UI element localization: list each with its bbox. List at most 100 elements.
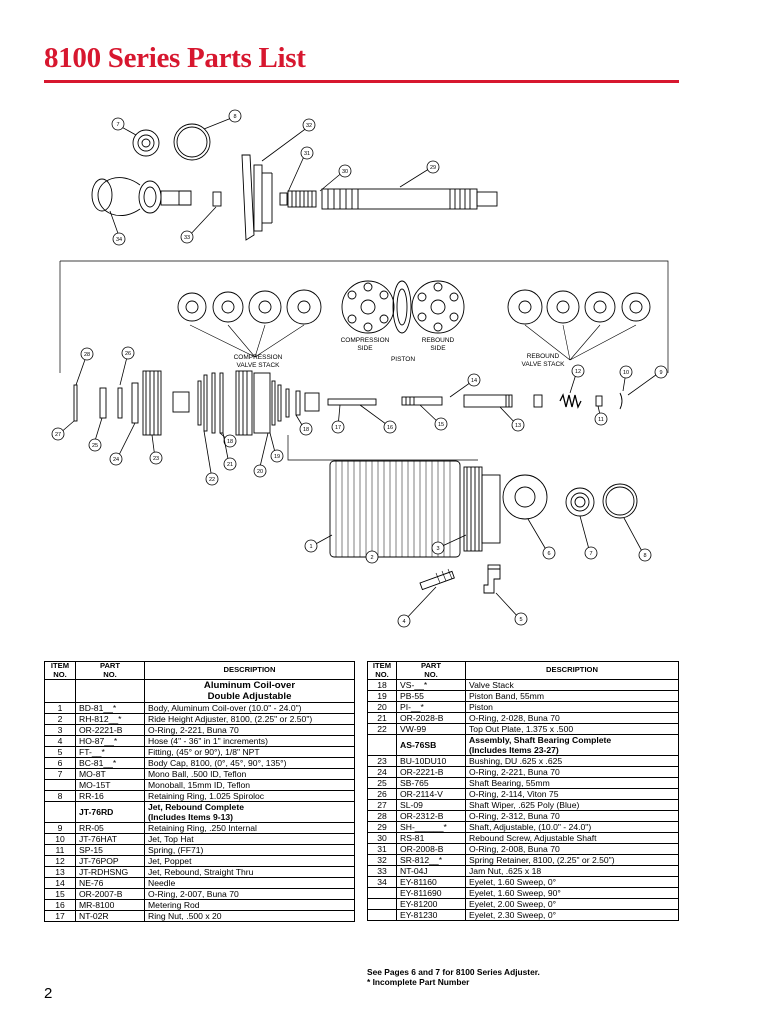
label-piston: PISTON [391, 356, 415, 363]
item-number-cell: 1 [44, 702, 76, 714]
svg-text:12: 12 [575, 369, 581, 375]
part-number-cell: MO-15T [75, 779, 145, 791]
svg-text:20: 20 [257, 469, 263, 475]
description-cell: O-Ring, 2-008, Buna 70 [465, 843, 679, 855]
description-cell: Eyelet, 1.60 Sweep, 0° [465, 876, 679, 888]
part-number-cell: VW-99 [396, 723, 466, 735]
item-number-cell: 22 [367, 723, 397, 735]
table-row: Aluminum Coil-over Double Adjustable [44, 679, 355, 703]
part-number-cell: OR-2221-B [396, 766, 466, 778]
item-number-cell: 25 [367, 777, 397, 789]
label-compression-side-1: COMPRESSION [341, 337, 390, 344]
item-number-cell: 3 [44, 724, 76, 736]
svg-text:15: 15 [438, 422, 444, 428]
description-cell: Ring Nut, .500 x 20 [144, 910, 355, 922]
svg-text:13: 13 [515, 423, 521, 429]
item-number-cell: 10 [44, 833, 76, 845]
part-number-cell: RR-05 [75, 822, 145, 834]
description-cell: Jet, Rebound Complete (Includes Items 9-… [144, 801, 355, 823]
part-number-cell: EY-81230 [396, 909, 466, 921]
svg-text:8: 8 [643, 553, 646, 559]
description-cell: Bushing, DU .625 x .625 [465, 755, 679, 767]
description-cell: Rebound Screw, Adjustable Shaft [465, 832, 679, 844]
svg-text:3: 3 [436, 546, 439, 552]
description-cell: Assembly, Shaft Bearing Complete (Includ… [465, 734, 679, 756]
description-cell: Eyelet, 2.30 Sweep, 0° [465, 909, 679, 921]
item-number-cell [367, 734, 397, 756]
item-number-cell: 19 [367, 690, 397, 702]
part-number-cell: EY-81160 [396, 876, 466, 888]
item-number-cell [44, 779, 76, 791]
description-cell: Ride Height Adjuster, 8100, (2.25" or 2.… [144, 713, 355, 725]
svg-text:9: 9 [659, 370, 662, 376]
item-number-cell: 8 [44, 790, 76, 802]
description-cell: O-Ring, 2-114, Viton 75 [465, 788, 679, 800]
ride-height-adjuster [463, 466, 483, 552]
retaining-ring-lower [602, 483, 638, 519]
svg-text:6: 6 [547, 551, 550, 557]
svg-text:26: 26 [125, 351, 131, 357]
description-cell: Retaining Ring, .250 Internal [144, 822, 355, 834]
item-number-cell: 26 [367, 788, 397, 800]
item-number-cell: 17 [44, 910, 76, 922]
part-number-cell: AS-76SB [396, 734, 466, 756]
svg-text:21: 21 [227, 462, 233, 468]
part-number-cell: NE-76 [75, 877, 145, 889]
item-number-cell: 24 [367, 766, 397, 778]
part-number-cell: MO-8T [75, 768, 145, 780]
part-number-cell: SL-09 [396, 799, 466, 811]
part-number-cell: SR-812__* [396, 854, 466, 866]
description-cell: Piston [465, 701, 679, 713]
metering-rod-and-jet-parts [327, 392, 623, 410]
item-number-cell: 2 [44, 713, 76, 725]
description-cell: Hose (4" - 36" in 1" increments) [144, 735, 355, 747]
part-number-cell: PB-55 [396, 690, 466, 702]
svg-text:16: 16 [387, 425, 393, 431]
description-cell: Jet, Rebound, Straight Thru [144, 866, 355, 878]
svg-text:18: 18 [303, 427, 309, 433]
description-cell: Aluminum Coil-over Double Adjustable [144, 679, 355, 703]
description-cell: Shaft Wiper, .625 Poly (Blue) [465, 799, 679, 811]
valve-stack-assembly [235, 370, 320, 436]
part-number-cell: BC-81__* [75, 757, 145, 769]
item-number-cell [44, 801, 76, 823]
part-number-cell: OR-2007-B [75, 888, 145, 900]
col-description-header: DESCRIPTION [144, 661, 355, 680]
retaining-ring-part [173, 123, 211, 161]
svg-text:27: 27 [55, 432, 61, 438]
part-number-cell: MR-8100 [75, 899, 145, 911]
label-rebound-side-2: SIDE [430, 345, 446, 352]
svg-text:32: 32 [306, 123, 312, 129]
item-number-cell: 16 [44, 899, 76, 911]
svg-text:34: 34 [116, 237, 122, 243]
part-number-cell: EY-811690 [396, 887, 466, 899]
description-cell: O-Ring, 2-221, Buna 70 [465, 766, 679, 778]
spring-retainer-part [241, 154, 273, 241]
svg-text:1: 1 [309, 544, 312, 550]
item-number-cell [367, 887, 397, 899]
description-cell: Monoball, 15mm ID, Teflon [144, 779, 355, 791]
description-cell: Jam Nut, .625 x 18 [465, 865, 679, 877]
part-number-cell: JT-RDHSNG [75, 866, 145, 878]
item-number-cell [367, 909, 397, 921]
label-compression-valve-stack-2: VALVE STACK [237, 362, 281, 369]
